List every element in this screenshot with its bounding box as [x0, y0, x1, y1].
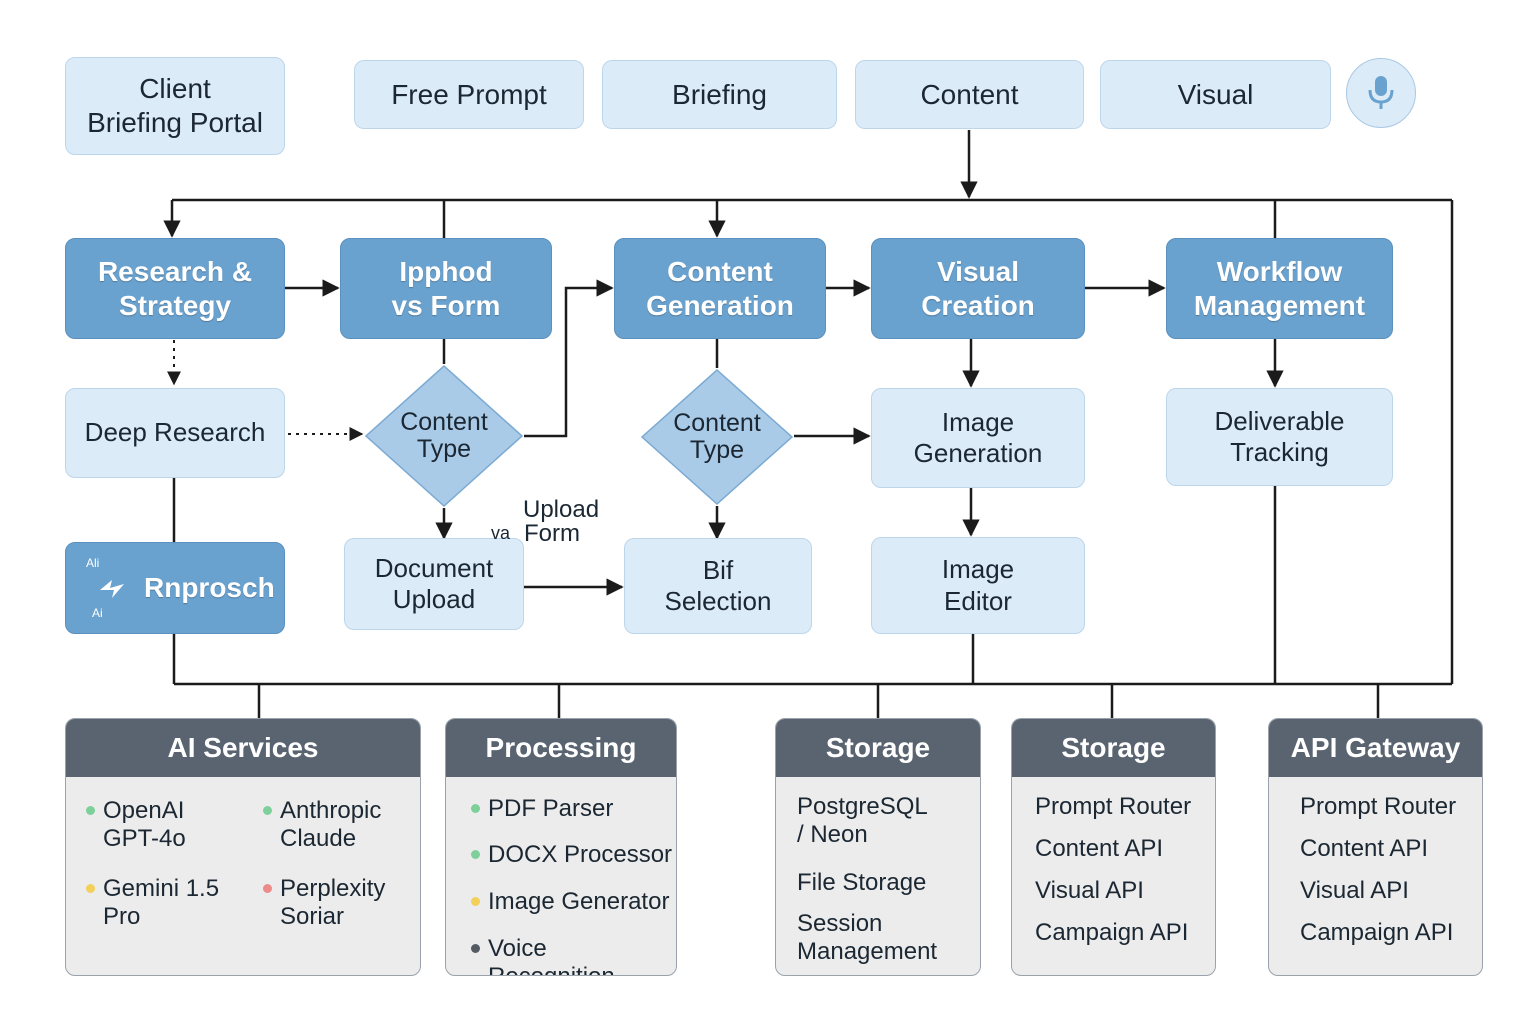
content-type-label-1: Content Type: [400, 407, 488, 463]
deep-research-node[interactable]: Deep Research: [65, 388, 285, 478]
form-label: Form: [524, 520, 580, 547]
ai-badge-top: Ali: [86, 556, 100, 570]
content-type-label-2: Content Type: [673, 408, 761, 464]
list-item: PDF Parser: [488, 795, 614, 822]
list-item: File Storage: [797, 869, 927, 896]
status-dot: [263, 884, 272, 893]
tab-content[interactable]: Content: [855, 60, 1084, 129]
image-generation-node[interactable]: Image Generation: [871, 388, 1085, 488]
api-gateway-title: API Gateway: [1269, 719, 1482, 777]
tab-briefing[interactable]: Briefing: [602, 60, 837, 129]
deliverable-tracking-node[interactable]: Deliverable Tracking: [1166, 388, 1393, 486]
list-item: Visual API: [1035, 877, 1144, 904]
status-dot: [471, 804, 480, 813]
rnprosch-node[interactable]: Rnprosch: [65, 542, 285, 634]
via-label: va: [491, 523, 511, 543]
status-dot: [263, 806, 272, 815]
upload-form-module[interactable]: Ipphod vs Form: [340, 238, 552, 339]
storage-title-2: Storage: [1012, 719, 1215, 777]
list-item: Campaign API: [1300, 919, 1454, 946]
ai-services-panel: AI Services OpenAI GPT-4o Anthropic Claud…: [65, 718, 421, 976]
ai-badge-bottom: Ai: [92, 606, 103, 620]
list-item: Anthropic Claude: [280, 797, 382, 852]
content-type-decision-1: Content Type: [364, 364, 524, 508]
list-item: Visual API: [1300, 877, 1409, 904]
ai-badge-icon: Ali Ai: [84, 556, 132, 620]
list-item: Image Generator: [488, 888, 670, 915]
status-dot: [86, 884, 95, 893]
content-generation-module[interactable]: Content Generation: [614, 238, 826, 339]
research-strategy-module[interactable]: Research & Strategy: [65, 238, 285, 339]
visual-creation-module[interactable]: Visual Creation: [871, 238, 1085, 339]
list-item: Content API: [1035, 835, 1164, 862]
status-dot: [471, 897, 480, 906]
list-item: DOCX Processor: [488, 841, 673, 868]
ai-services-title: AI Services: [66, 719, 420, 777]
microphone-button[interactable]: [1346, 58, 1416, 128]
storage-title-1: Storage: [776, 719, 980, 777]
workflow-management-module[interactable]: Workflow Management: [1166, 238, 1393, 339]
image-editor-node[interactable]: Image Editor: [871, 537, 1085, 634]
rnprosch-label: Rnprosch: [144, 572, 275, 604]
list-item: Voice Recognition: [488, 935, 615, 975]
upload-label: Upload: [523, 496, 600, 523]
list-item: Prompt Router: [1300, 793, 1457, 820]
client-briefing-portal: Client Briefing Portal: [65, 57, 285, 155]
list-item: Perplexity Soriar: [280, 875, 386, 930]
status-dot: [86, 806, 95, 815]
list-item: PostgreSQL / Neon: [797, 793, 928, 848]
list-item: Session Management: [797, 910, 938, 965]
status-dot: [471, 850, 480, 859]
processing-title: Processing: [446, 719, 676, 777]
tab-visual[interactable]: Visual: [1100, 60, 1331, 129]
list-item: OpenAI GPT-4o: [103, 797, 186, 852]
microphone-icon: [1368, 76, 1394, 109]
status-dot: [471, 944, 480, 953]
content-type-decision-2: Content Type: [640, 368, 794, 506]
list-item: Campaign API: [1035, 919, 1189, 946]
document-upload-node[interactable]: Document Upload: [344, 538, 524, 630]
list-item: Gemini 1.5 Pro: [103, 875, 220, 930]
list-item: Content API: [1300, 835, 1429, 862]
list-item: Prompt Router: [1035, 793, 1192, 820]
tab-free-prompt[interactable]: Free Prompt: [354, 60, 584, 129]
bif-selection-node[interactable]: Bif Selection: [624, 538, 812, 634]
